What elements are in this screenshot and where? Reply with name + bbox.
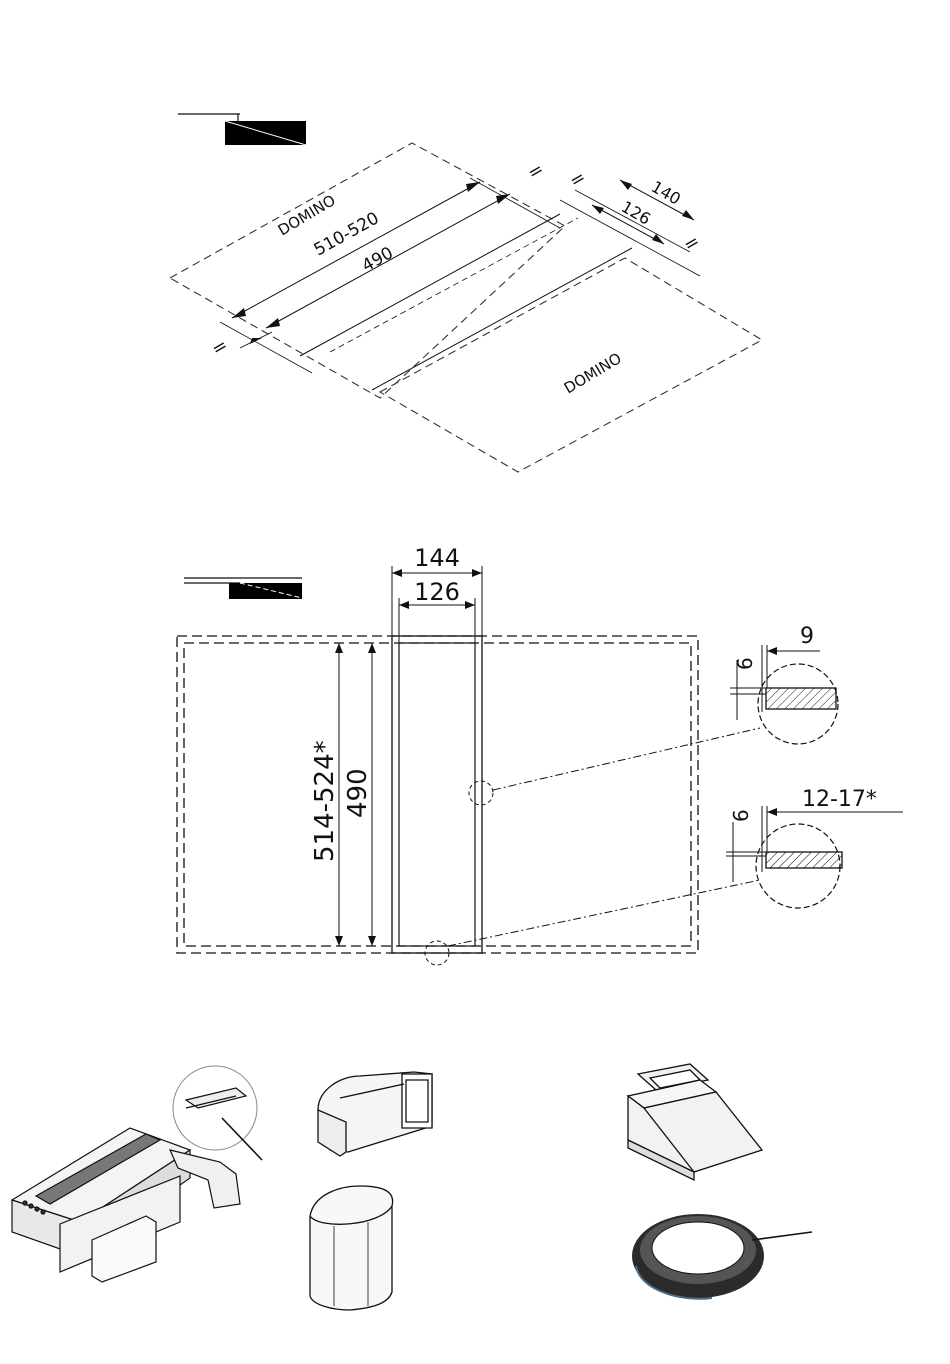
- detail-a-width: 9: [800, 624, 814, 649]
- flat-duct-sleeve-illustration: [310, 1186, 393, 1310]
- dim-126-iso: 126: [618, 197, 654, 229]
- dim-140: 140: [648, 177, 684, 209]
- equal-mark-3: =: [680, 231, 704, 257]
- view-icon-top: [178, 114, 306, 145]
- detail-a-depth: 6: [733, 657, 757, 670]
- equal-mark-4: =: [208, 335, 232, 361]
- dim-490-plan: 490: [343, 768, 373, 818]
- plan-view: 144 126 514-524* 490 9 6: [177, 544, 903, 965]
- equal-mark-1: =: [524, 159, 548, 185]
- isometric-view: DOMINO DOMINO 510-520 490 140 126 = = = …: [170, 114, 762, 472]
- outlet-adapter-illustration: [628, 1064, 762, 1180]
- detail-b-depth: 6: [729, 809, 753, 822]
- hood-unit-illustration: [12, 1066, 262, 1282]
- detail-b-width: 12-17*: [802, 787, 877, 812]
- parts-illustrations: [12, 1064, 812, 1310]
- dim-490-iso: 490: [359, 243, 397, 276]
- dim-144: 144: [414, 544, 460, 572]
- equal-mark-2: =: [566, 167, 590, 193]
- view-icon-plan: [184, 578, 302, 599]
- detail-a: 9 6: [730, 624, 838, 744]
- domino-label-right: DOMINO: [561, 349, 625, 397]
- dim-514-524: 514-524*: [310, 740, 340, 862]
- flat-duct-bend-illustration: [318, 1072, 432, 1156]
- dim-126-plan: 126: [414, 578, 460, 606]
- sealing-tape-illustration: [632, 1214, 812, 1299]
- detail-b: 12-17* 6: [726, 787, 903, 908]
- cooktop-right-outline: [380, 258, 762, 472]
